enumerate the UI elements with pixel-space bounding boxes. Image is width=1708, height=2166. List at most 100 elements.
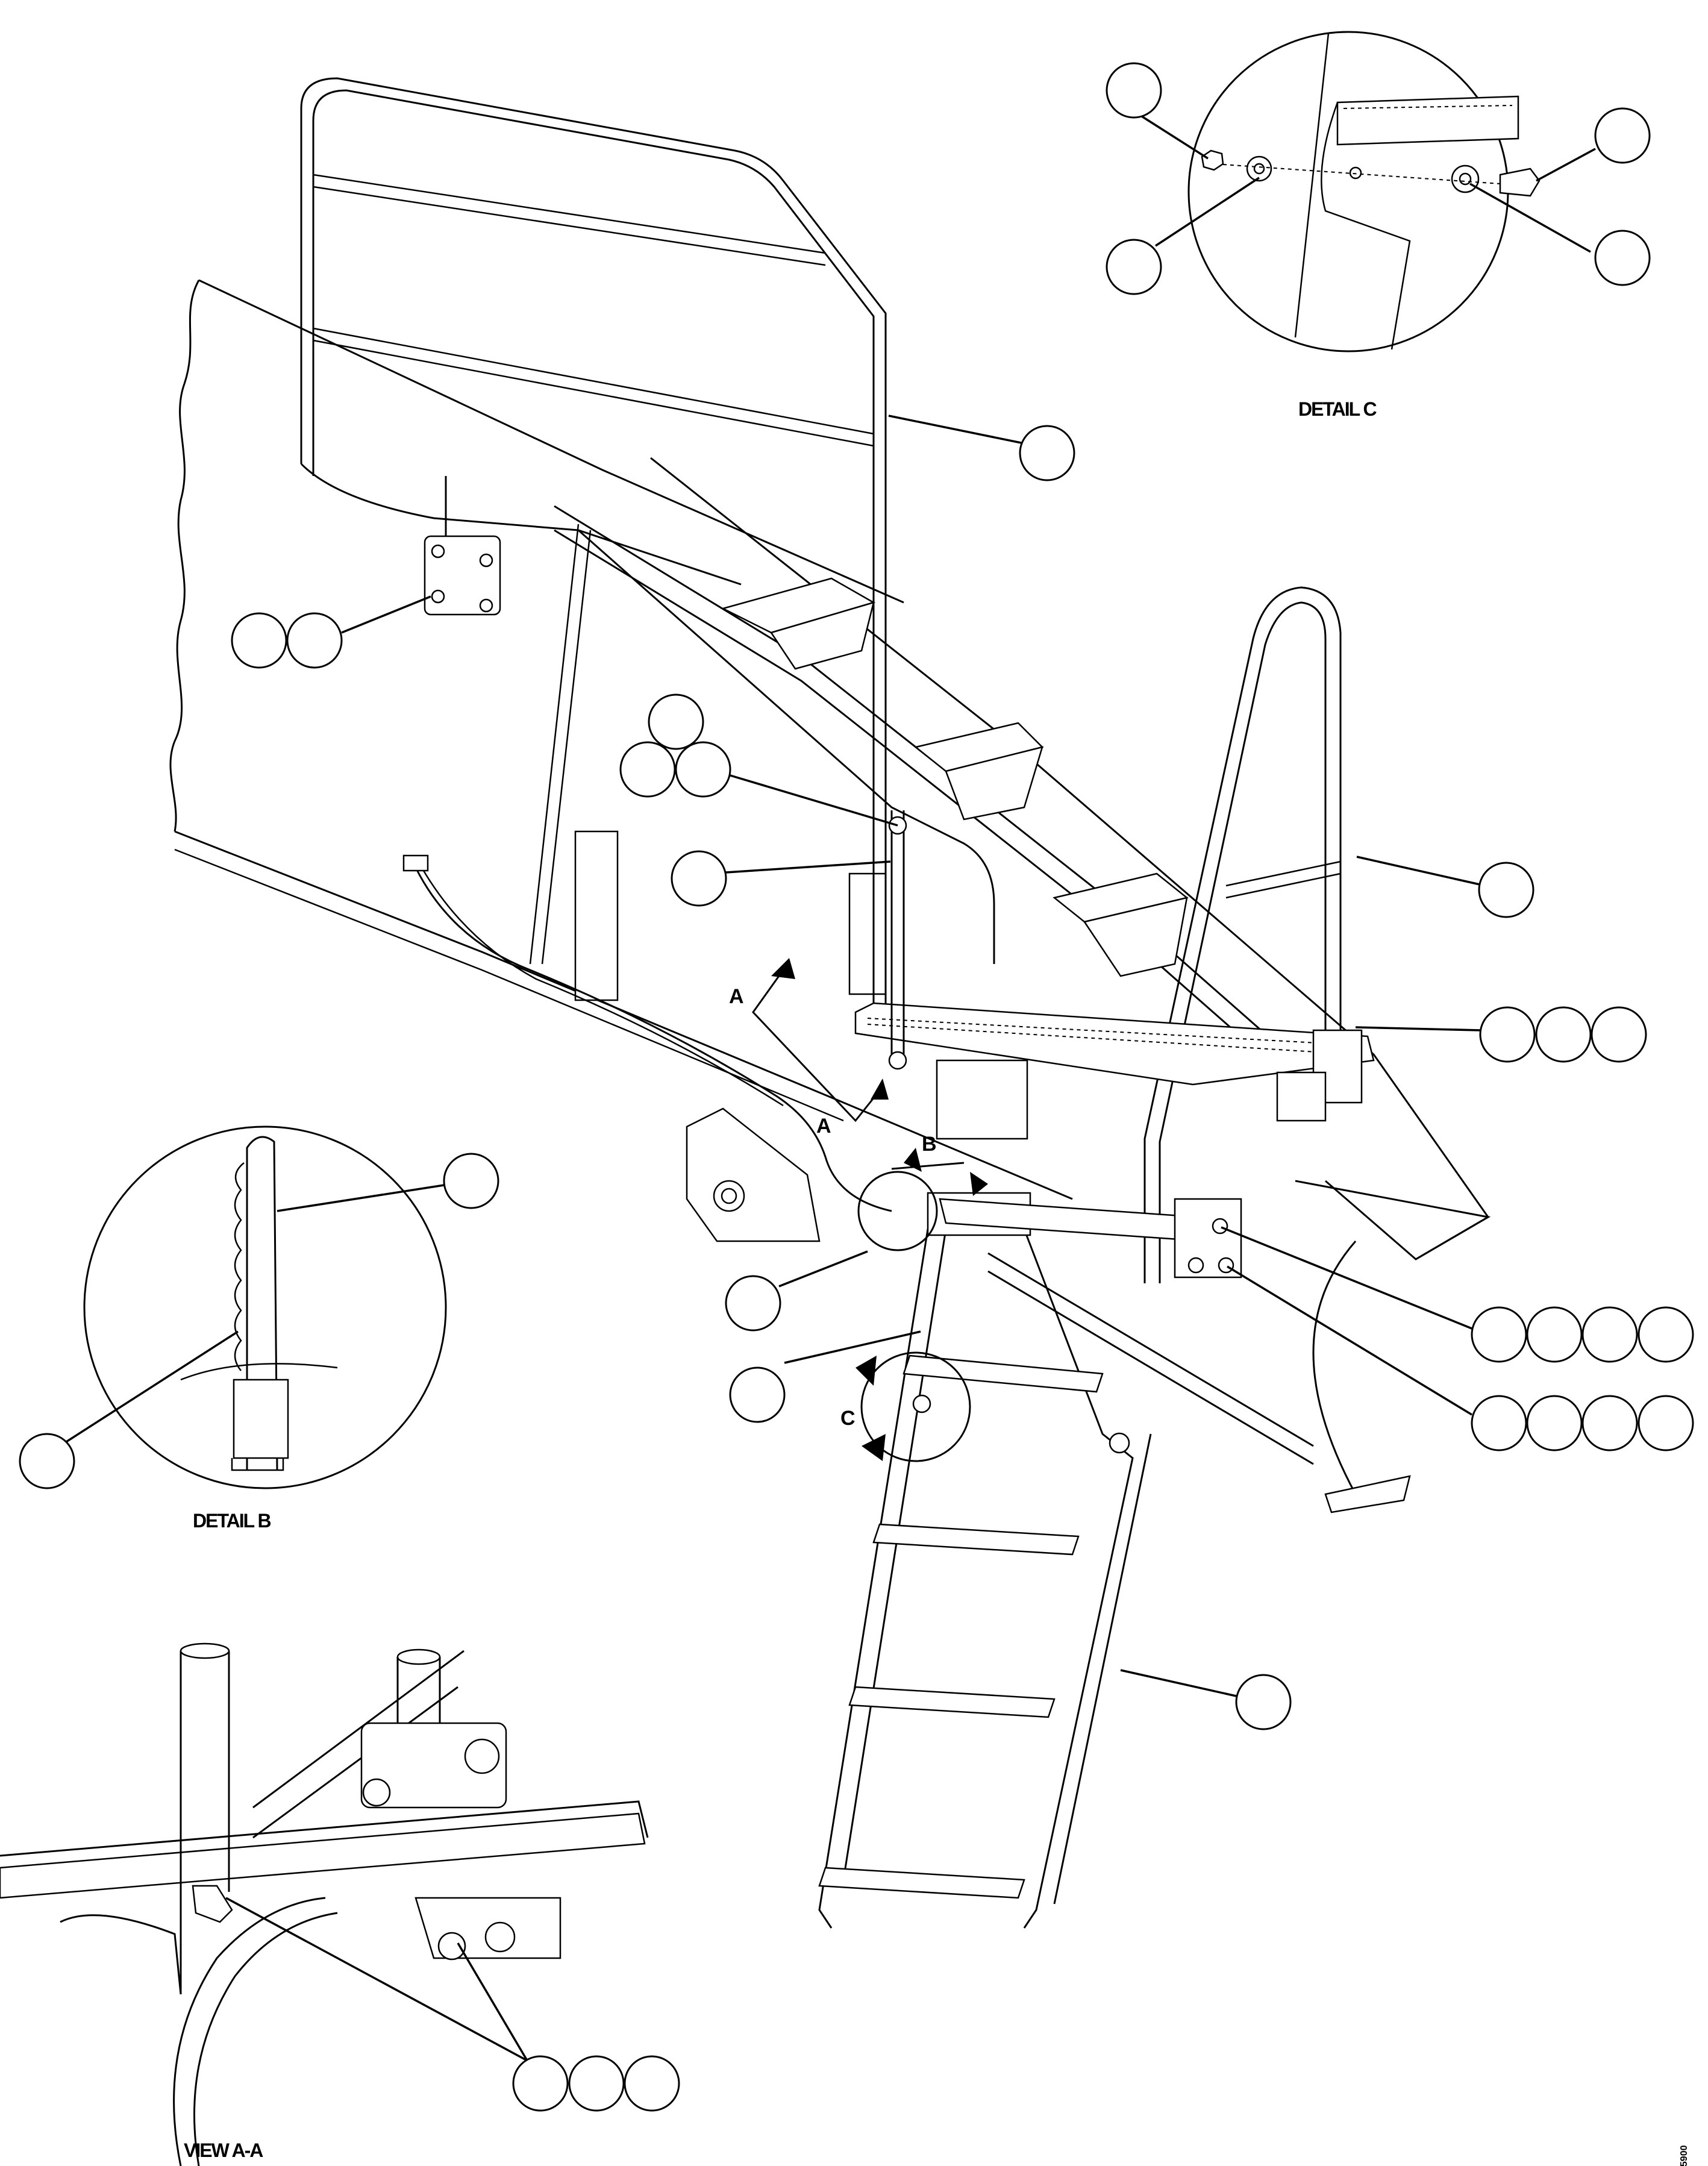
callout-detail-c-bolt: [1594, 107, 1651, 164]
view-aa: VIEW A-A: [0, 1642, 649, 2166]
deck-lower-edge: [174, 830, 1073, 1200]
ladder-hinge-bolt: [912, 1394, 931, 1413]
upper-handrail-inner: [312, 89, 875, 1036]
right-handrail-bar-b: [1225, 872, 1341, 899]
callout-detail-b-pin: [443, 1153, 499, 1209]
leader-view-aa-1: [225, 1897, 528, 2062]
callout-hinge-upper-1: [1471, 1306, 1527, 1363]
leader-latch-pin: [778, 1250, 868, 1288]
detail-c-flat-washer-hole: [1459, 172, 1472, 186]
callout-hinge-lower-3: [1581, 1395, 1638, 1451]
callout-platform-3: [1591, 1006, 1647, 1063]
callout-view-aa-3: [624, 2055, 680, 2112]
leader-hinge-upper: [1221, 1226, 1472, 1330]
platform-grating: [867, 1018, 1362, 1046]
callout-view-aa-1: [512, 2055, 569, 2112]
clamp-bolt-3: [431, 589, 445, 604]
ladder-tread-5: [818, 1867, 1025, 1899]
detail-c-marker-label: C: [840, 1407, 856, 1430]
upper-handrail-bar-1: [313, 174, 826, 254]
detail-b-bracket: [180, 1363, 338, 1381]
view-aa-beam-top: [0, 1800, 649, 1857]
deck-lower-edge-2: [174, 848, 844, 1122]
ladder-right-rail-b: [1053, 1433, 1152, 1905]
callout-handrail-right: [1478, 862, 1534, 918]
detail-b-arrowhead: [904, 1148, 922, 1172]
ladder: [818, 1192, 1242, 1929]
callout-bubbles: [19, 62, 1694, 2112]
clamp-bolt-1: [431, 544, 445, 559]
right-handrail-bar: [1225, 860, 1341, 887]
callout-ladder: [1235, 1674, 1292, 1730]
detail-b-arrow: [891, 1162, 965, 1170]
view-aa-title: VIEW A-A: [184, 2139, 263, 2161]
leader-ladder: [1120, 1669, 1237, 1697]
leader-rail-post: [725, 860, 891, 874]
access-panel: [936, 1059, 1028, 1140]
detail-c-panel-2: [1321, 102, 1411, 350]
detail-c-arrowhead: [856, 1356, 877, 1386]
section-a-arrowhead-bottom: [871, 1078, 889, 1100]
callout-hinge-lower-1: [1471, 1395, 1527, 1451]
ladder-tread-2: [902, 1354, 1104, 1393]
ladder-pivot-bolt: [1109, 1432, 1130, 1454]
ladder-right-rail: [1023, 1229, 1134, 1929]
section-a-label-top: A: [729, 985, 744, 1008]
callout-platform-2: [1535, 1006, 1592, 1063]
detail-b-circle: [83, 1125, 447, 1489]
callout-hinge-upper-3: [1581, 1306, 1638, 1363]
hose-cable-2: [421, 867, 784, 1107]
ladder-hinge-bolt-c: [1187, 1257, 1204, 1274]
ladder-hinge-bolt-b: [1218, 1257, 1234, 1274]
detail-b: DETAIL B: [83, 1125, 447, 1532]
upper-handrail-bar-2b: [313, 339, 874, 447]
section-a-arrowhead-top: [771, 958, 795, 979]
callout-detail-b-chain: [19, 1433, 75, 1489]
pivot-nut-inner: [721, 1188, 737, 1204]
leader-detail-b-pin: [277, 1184, 445, 1212]
leader-view-aa-2: [457, 1942, 528, 2061]
fender-outer: [1295, 1180, 1491, 1260]
mounting-plate-center: [848, 872, 887, 995]
upper-handrail-brace: [300, 463, 742, 586]
leader-detail-c-nut: [1141, 115, 1209, 160]
detail-b-marker-circle: [857, 1171, 938, 1251]
clamp-bolt-4: [479, 598, 493, 613]
lower-brace: [987, 1252, 1314, 1447]
mounting-plate-left: [574, 830, 619, 1001]
detail-b-marker-label: B: [922, 1133, 937, 1156]
callout-platform-1: [1479, 1006, 1536, 1063]
callout-detail-c-nut: [1106, 62, 1162, 119]
upper-handrail: [300, 77, 995, 1036]
leader-detail-c-washer: [1155, 177, 1260, 247]
section-a-line: [752, 969, 881, 1122]
callout-hinge-lower-4: [1638, 1395, 1694, 1451]
view-aa-wheel-2: [193, 1912, 338, 2166]
stair-strut-2: [529, 524, 580, 965]
detail-b-chain-base: [231, 1458, 284, 1471]
detail-c-step-top: [1343, 105, 1513, 109]
detail-c-hole: [1349, 166, 1362, 180]
callout-ladder-pivot: [729, 1366, 786, 1423]
callout-hinge-upper-4: [1638, 1306, 1694, 1363]
section-a-label-bottom: A: [816, 1115, 831, 1138]
view-aa-post-right-top: [396, 1648, 441, 1665]
detail-b-pin: [246, 1136, 278, 1471]
platform-grating-2: [867, 1024, 1356, 1055]
leader-detail-c-flat-washer: [1469, 183, 1591, 253]
latch-pin-lower: [888, 1051, 907, 1070]
view-aa-wheel: [173, 1897, 326, 2166]
stair-side-panel: [650, 457, 1490, 1260]
view-aa-brace-2: [252, 1686, 458, 1839]
right-handrail: [1143, 586, 1342, 1283]
callout-latch-pin: [725, 1275, 781, 1332]
callout-rail-clamp-1: [231, 612, 287, 669]
hose-clip: [402, 854, 429, 872]
upper-handrail-diag: [578, 529, 995, 964]
detail-c-title: DETAIL C: [1298, 398, 1377, 420]
callout-hinge-lower-2: [1526, 1395, 1583, 1451]
view-aa-bolt-3: [437, 1932, 466, 1961]
callout-rail-pin-3: [675, 741, 731, 798]
upper-tread-1-front: [770, 601, 875, 670]
